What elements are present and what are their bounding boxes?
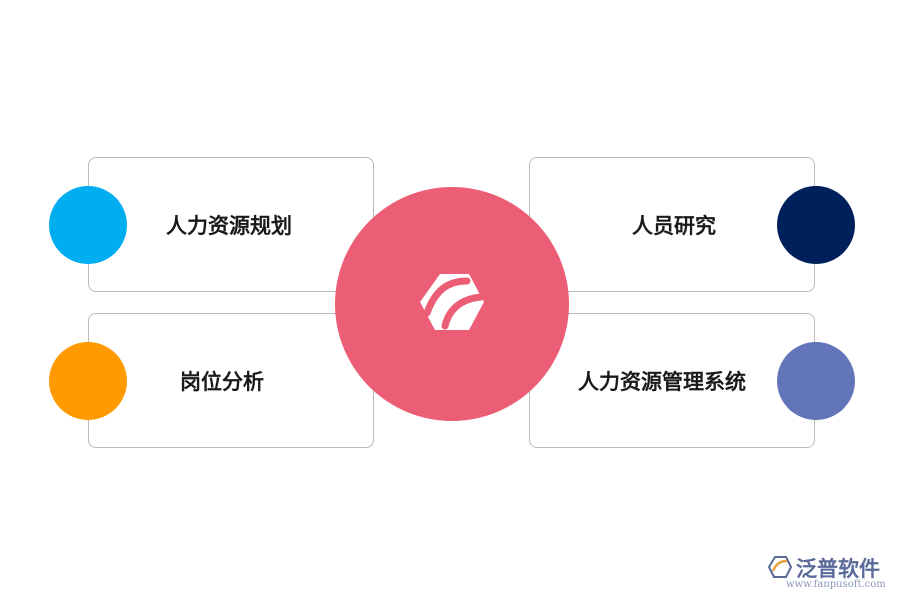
card-label-hr-planning: 人力资源规划 [166,213,292,238]
hexagon-logo-icon [420,274,485,330]
top-right-circle-icon [777,186,855,264]
card-top-left: 人力资源规划 [88,157,374,292]
watermark-url: www.fanpusoft.com [786,579,886,590]
card-label-personnel-research: 人员研究 [632,213,716,238]
watermark-brand: 泛普软件 [796,557,880,581]
card-bottom-left: 岗位分析 [88,313,374,448]
bottom-left-circle-icon [49,342,127,420]
card-top-right: 人员研究 [529,157,815,292]
card-label-job-analysis: 岗位分析 [180,369,264,394]
bottom-right-circle-icon [777,342,855,420]
card-bottom-right: 人力资源管理系统 [529,313,815,448]
top-left-circle-icon [49,186,127,264]
center-hub-circle [335,187,569,421]
fanpu-logo-icon [768,556,792,578]
card-label-hr-management-system: 人力资源管理系统 [578,369,746,394]
fanpu-watermark: 泛普软件 www.fanpusoft.com [768,553,893,593]
